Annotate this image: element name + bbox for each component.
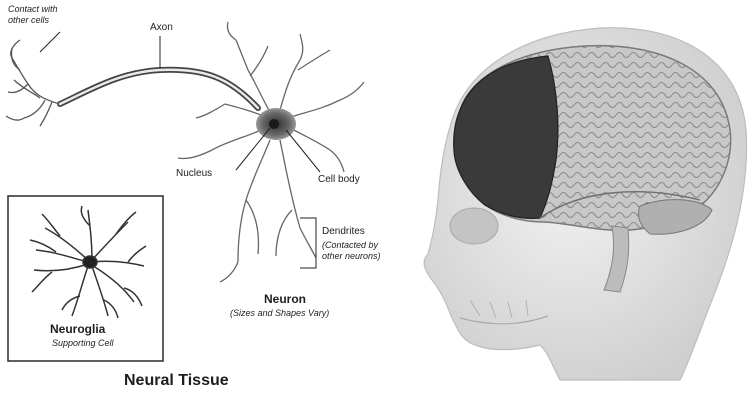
nucleus-label: Nucleus (176, 168, 212, 179)
contact-label-line1: Contact with (8, 4, 58, 15)
dendrites-note-line1: (Contacted by (322, 240, 378, 251)
neuron-label: Neuron (264, 292, 306, 306)
neuron-illustration (6, 22, 364, 282)
contact-label-line2: other cells (8, 15, 49, 26)
nucleus (269, 119, 279, 129)
axon-label: Axon (150, 22, 173, 33)
neuroglia-illustration (30, 206, 146, 318)
dendrites-label: Dendrites (322, 226, 365, 237)
dendrites-note-line2: other neurons) (322, 251, 381, 262)
neuroglia-note: Supporting Cell (52, 338, 114, 349)
neuron-note: (Sizes and Shapes Vary) (230, 308, 329, 319)
cell-body-label: Cell body (318, 174, 360, 185)
axon-terminals (6, 40, 60, 126)
head-illustration (424, 28, 746, 380)
neural-tissue-title: Neural Tissue (124, 372, 229, 390)
neuroglia-label: Neuroglia (50, 322, 105, 336)
